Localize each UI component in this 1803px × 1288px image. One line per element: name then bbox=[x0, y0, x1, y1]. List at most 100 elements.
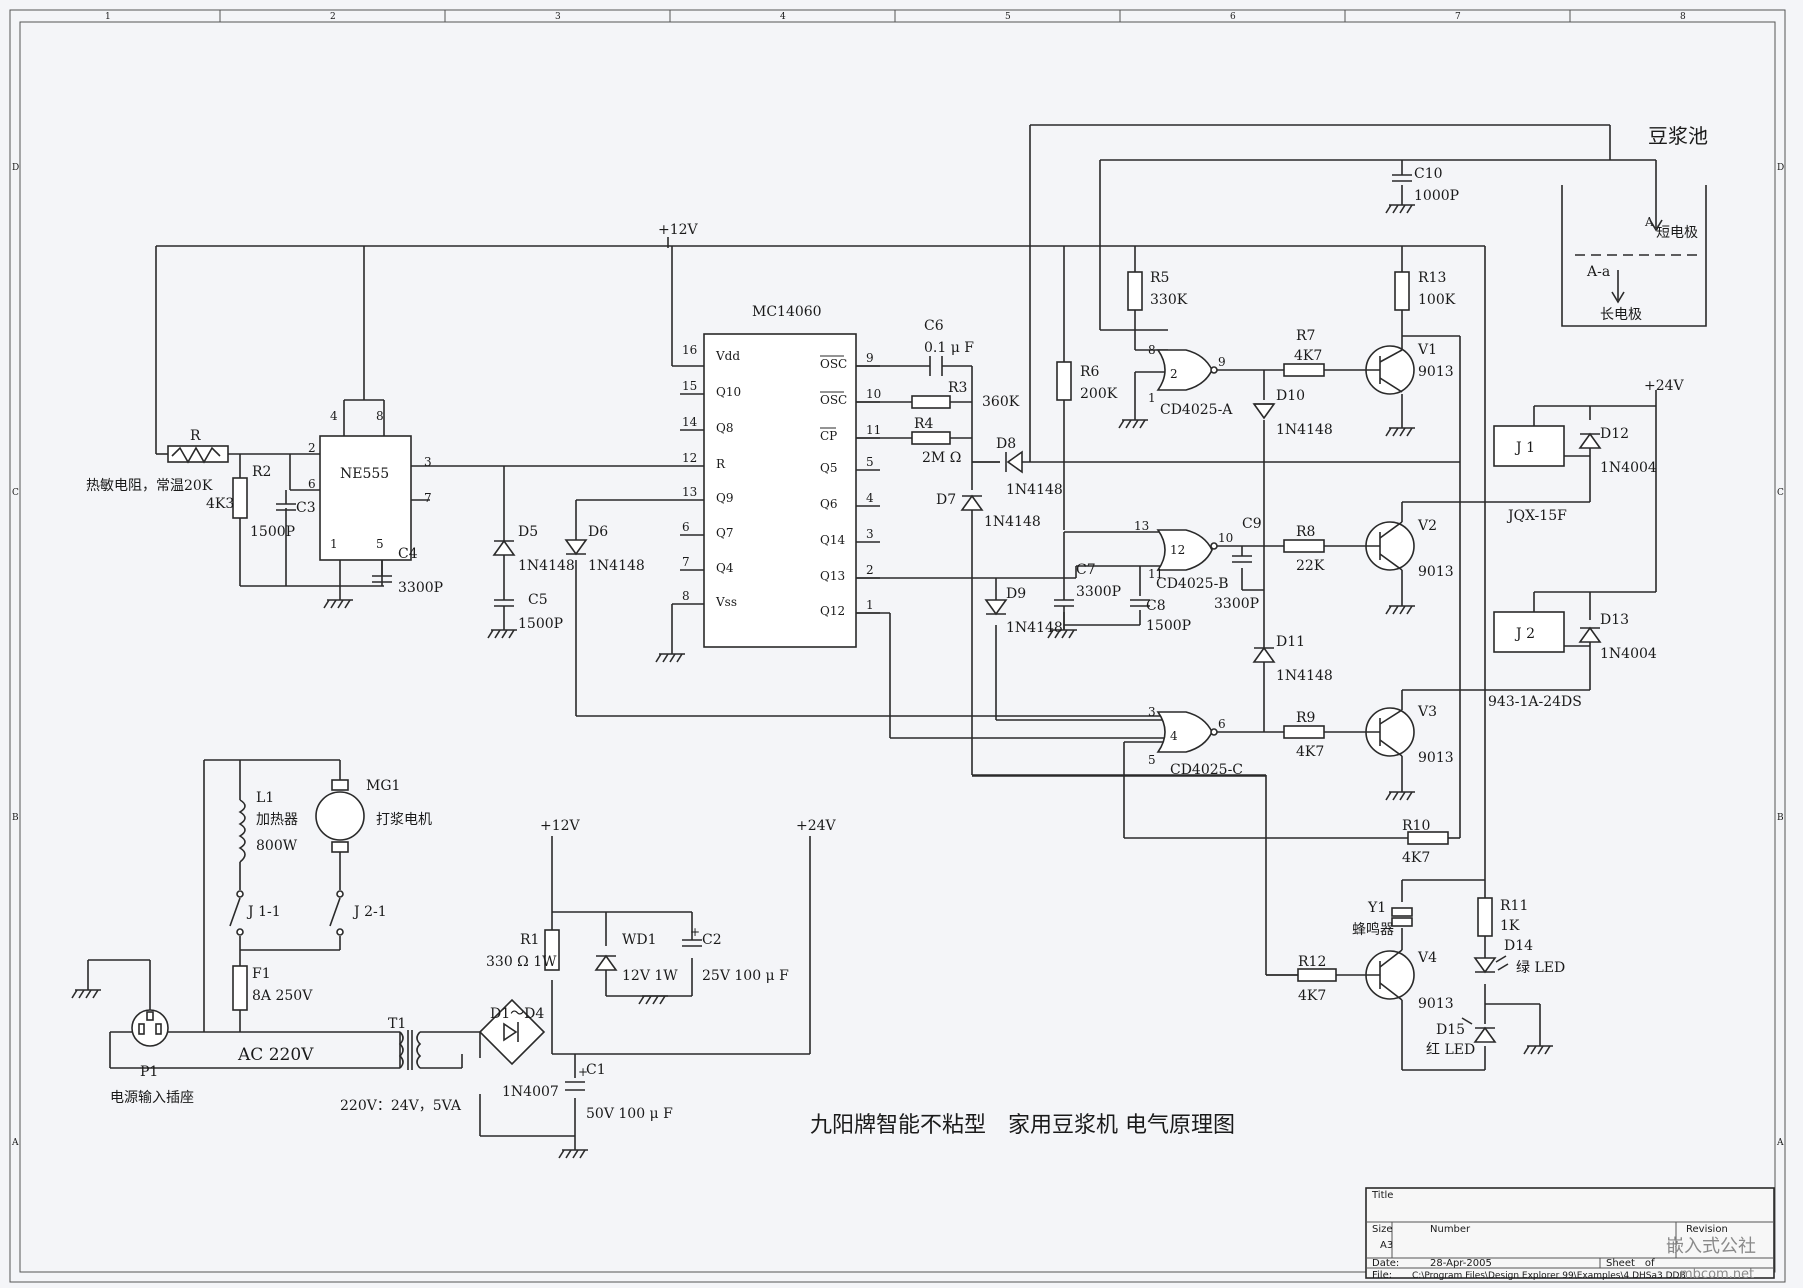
switch-j1-1: J 1-1 bbox=[229, 890, 281, 936]
mc14060-pin-number: 8 bbox=[682, 589, 690, 603]
j2-value: 943-1A-24DS bbox=[1488, 694, 1582, 710]
c5-ref: C5 bbox=[528, 592, 548, 608]
soy-tank-label: 豆浆池 bbox=[1648, 124, 1708, 148]
r10-ref: R10 bbox=[1402, 818, 1430, 834]
c8-ref: C8 bbox=[1146, 598, 1166, 614]
gate-c-pin: 5 bbox=[1148, 753, 1156, 767]
mc14060-pin-number: 14 bbox=[682, 415, 698, 429]
bridge-value: 1N4007 bbox=[502, 1084, 559, 1100]
column-mark: 4 bbox=[780, 12, 786, 22]
d14-ref: D14 bbox=[1504, 938, 1533, 954]
ne555-pin: 5 bbox=[376, 537, 384, 551]
mc14060-pin-name: Q12 bbox=[820, 604, 845, 618]
v2-ref: V2 bbox=[1417, 518, 1437, 534]
r5-ref: R5 bbox=[1150, 270, 1169, 286]
resistor-r3 bbox=[911, 395, 951, 409]
row-mark: A bbox=[11, 1138, 19, 1148]
ground-symbol bbox=[71, 989, 101, 999]
ground-symbol bbox=[638, 995, 668, 1005]
c4-ref: C4 bbox=[398, 546, 418, 562]
ne555-pin: 7 bbox=[424, 491, 432, 505]
c2-value: 25V 100 μ F bbox=[702, 968, 789, 984]
resistor-r1 bbox=[544, 929, 560, 971]
column-mark: 6 bbox=[1230, 12, 1236, 22]
r2-value: 4K3 bbox=[206, 496, 234, 512]
r8-value: 22K bbox=[1296, 558, 1325, 574]
mc14060-pin-number: 15 bbox=[682, 379, 697, 393]
l1-name: 加热器 bbox=[256, 812, 298, 828]
c3-value: 1500P bbox=[250, 524, 295, 540]
r3-value: 360K bbox=[982, 394, 1020, 410]
resistors: R 热敏电阻，常温20K R2 4K3 R3 360K R4 2M Ω R5 3… bbox=[86, 270, 1528, 1011]
j2-ref: J 2 bbox=[1514, 626, 1535, 642]
level-label: A-a bbox=[1586, 264, 1610, 280]
buzzer-y1: Y1 蜂鸣器 bbox=[1352, 900, 1413, 938]
resistor-r2 bbox=[232, 477, 248, 519]
mc14060-pin-number: 1 bbox=[866, 598, 874, 612]
r6-value: 200K bbox=[1080, 386, 1118, 402]
gate-c: 3 4 5 6 CD4025-C bbox=[1148, 705, 1243, 778]
l1-ref: L1 bbox=[256, 790, 274, 806]
mc14060-pin-name: OSC bbox=[820, 357, 847, 371]
rail-label-24v-relay: +24V bbox=[1644, 378, 1685, 394]
mc14060-pin-number: 10 bbox=[866, 387, 881, 401]
ground-symbol bbox=[655, 653, 685, 663]
r9-ref: R9 bbox=[1296, 710, 1315, 726]
row-mark: D bbox=[12, 163, 19, 173]
r9-value: 4K7 bbox=[1296, 744, 1324, 760]
tb-revision-label: Revision bbox=[1686, 1224, 1728, 1235]
svg-text:+: + bbox=[578, 1065, 588, 1079]
transistor-v1: V1 9013 bbox=[1360, 342, 1454, 395]
gate-b: 13 12 11 10 CD4025-B bbox=[1134, 519, 1233, 592]
r7-ref: R7 bbox=[1296, 328, 1315, 344]
wd1-ref: WD1 bbox=[622, 932, 657, 948]
d7-ref: D7 bbox=[936, 492, 956, 508]
mc14060-pin-number: 7 bbox=[682, 555, 690, 569]
long-electrode-label: 长电极 bbox=[1600, 307, 1642, 323]
transistor-v3: V3 9013 bbox=[1360, 704, 1454, 766]
mc14060-pin-name: Q13 bbox=[820, 569, 845, 583]
r1-value: 330 Ω 1W bbox=[486, 954, 557, 970]
ne555-pin: 1 bbox=[330, 537, 338, 551]
tb-number-label: Number bbox=[1430, 1224, 1471, 1235]
tb-size-label: Size bbox=[1372, 1224, 1393, 1235]
gate-b-pin: 10 bbox=[1218, 531, 1233, 545]
y1-ref: Y1 bbox=[1367, 900, 1386, 916]
title-block: Title Size A3 Number Revision Date: 28-A… bbox=[1365, 1187, 1775, 1282]
c9-ref: C9 bbox=[1242, 516, 1262, 532]
c7-ref: C7 bbox=[1076, 562, 1096, 578]
c9-value: 3300P bbox=[1214, 596, 1259, 612]
d8-ref: D8 bbox=[996, 436, 1016, 452]
r3-ref: R3 bbox=[948, 380, 967, 396]
mc14060-pin-name: CP bbox=[820, 429, 837, 443]
v3-ref: V3 bbox=[1417, 704, 1437, 720]
resistor-r4 bbox=[911, 431, 951, 445]
heater-l1: L1 加热器 800W bbox=[238, 790, 298, 863]
gate-a-pin: 2 bbox=[1170, 367, 1178, 381]
capacitors: C3 1500P C4 3300P C5 1500P C6 0.1 μ F C7… bbox=[250, 166, 1459, 1122]
d10-value: 1N4148 bbox=[1276, 422, 1333, 438]
mc14060-pin-name: Q8 bbox=[716, 421, 733, 435]
motor-mg1: MG1 打浆电机 bbox=[315, 778, 432, 862]
c6-value: 0.1 μ F bbox=[924, 340, 974, 356]
r13-value: 100K bbox=[1418, 292, 1456, 308]
ground-symbol bbox=[1118, 419, 1148, 429]
c3-ref: C3 bbox=[296, 500, 316, 516]
c2-ref: C2 bbox=[702, 932, 722, 948]
c5-value: 1500P bbox=[518, 616, 563, 632]
r5-value: 330K bbox=[1150, 292, 1188, 308]
mc14060-pin-number: 4 bbox=[866, 491, 874, 505]
gate-b-pin: 13 bbox=[1134, 519, 1149, 533]
rail-label-12v-psu: +12V bbox=[540, 818, 581, 834]
d11-value: 1N4148 bbox=[1276, 668, 1333, 684]
column-mark: 7 bbox=[1455, 12, 1461, 22]
gate-b-pin: 11 bbox=[1148, 567, 1163, 581]
thermistor-note: 热敏电阻，常温20K bbox=[86, 478, 213, 494]
mc14060-pin-name: Q5 bbox=[820, 461, 837, 475]
ground-symbol bbox=[1385, 427, 1415, 437]
v4-ref: V4 bbox=[1417, 950, 1437, 966]
p1-name: 电源输入插座 bbox=[110, 1090, 194, 1106]
transistor-v4: V4 9013 bbox=[1360, 949, 1454, 1012]
